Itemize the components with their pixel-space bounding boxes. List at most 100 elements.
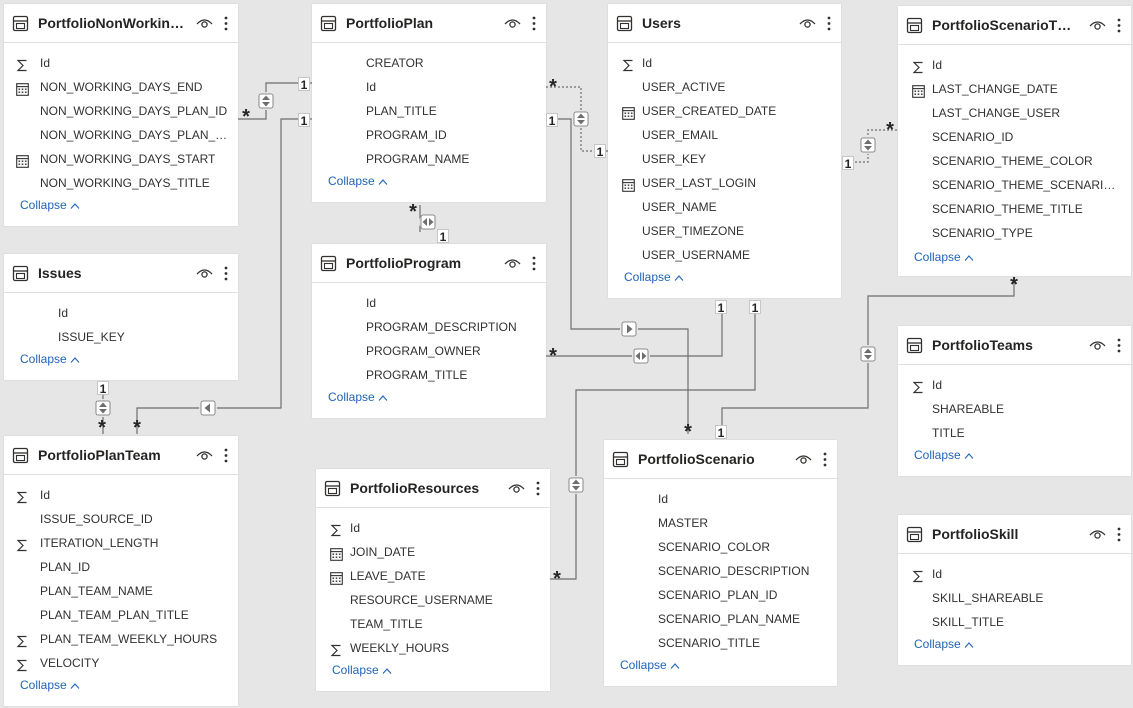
eye-icon[interactable] [1089, 528, 1106, 541]
table-header[interactable]: PortfolioScenario [604, 440, 837, 479]
more-options-icon[interactable] [223, 265, 229, 282]
table-header[interactable]: Issues [4, 254, 238, 293]
table-header[interactable]: PortfolioResources [316, 469, 550, 508]
collapse-link[interactable]: Collapse [20, 198, 80, 212]
field-row[interactable]: Id [608, 51, 841, 75]
field-row[interactable]: Id [898, 373, 1131, 397]
field-row[interactable]: PROGRAM_NAME [312, 147, 546, 171]
field-row[interactable]: PROGRAM_TITLE [312, 363, 546, 387]
collapse-link[interactable]: Collapse [20, 352, 80, 366]
field-row[interactable]: JOIN_DATE [316, 540, 550, 564]
eye-icon[interactable] [196, 17, 213, 30]
table-header[interactable]: PortfolioScenarioThe... [898, 6, 1131, 45]
field-row[interactable]: ITERATION_LENGTH [4, 531, 238, 555]
field-row[interactable]: Id [312, 75, 546, 99]
table-header[interactable]: Users [608, 4, 841, 43]
field-row[interactable]: SCENARIO_TYPE [898, 221, 1131, 245]
field-row[interactable]: WEEKLY_HOURS [316, 636, 550, 660]
more-options-icon[interactable] [531, 15, 537, 32]
field-row[interactable]: PLAN_TEAM_PLAN_TITLE [4, 603, 238, 627]
more-options-icon[interactable] [223, 447, 229, 464]
relationship-line-theme-users[interactable] [842, 129, 897, 163]
field-row[interactable]: PLAN_TEAM_WEEKLY_HOURS [4, 627, 238, 651]
field-row[interactable]: ISSUE_SOURCE_ID [4, 507, 238, 531]
field-row[interactable]: SCENARIO_THEME_COLOR [898, 149, 1131, 173]
eye-icon[interactable] [1089, 339, 1106, 352]
field-row[interactable]: Id [312, 291, 546, 315]
field-row[interactable]: ISSUE_KEY [4, 325, 238, 349]
field-row[interactable]: Id [4, 51, 238, 75]
eye-icon[interactable] [799, 17, 816, 30]
field-row[interactable]: PLAN_TEAM_NAME [4, 579, 238, 603]
field-row[interactable]: USER_NAME [608, 195, 841, 219]
field-row[interactable]: SCENARIO_COLOR [604, 535, 837, 559]
eye-icon[interactable] [196, 449, 213, 462]
field-row[interactable]: Id [898, 53, 1131, 77]
more-options-icon[interactable] [826, 15, 832, 32]
field-row[interactable]: TITLE [898, 421, 1131, 445]
field-row[interactable]: LEAVE_DATE [316, 564, 550, 588]
collapse-link[interactable]: Collapse [914, 448, 974, 462]
field-row[interactable]: NON_WORKING_DAYS_TITLE [4, 171, 238, 195]
field-row[interactable]: TEAM_TITLE [316, 612, 550, 636]
field-row[interactable]: NON_WORKING_DAYS_END [4, 75, 238, 99]
field-row[interactable]: Id [604, 487, 837, 511]
relationship-line-program-users[interactable] [546, 300, 723, 357]
relationship-line-planteam-plan[interactable] [136, 118, 312, 434]
more-options-icon[interactable] [535, 480, 541, 497]
field-row[interactable]: USER_ACTIVE [608, 75, 841, 99]
field-row[interactable]: SCENARIO_TITLE [604, 631, 837, 655]
field-row[interactable]: SCENARIO_THEME_SCENARIO_... [898, 173, 1131, 197]
field-row[interactable]: SCENARIO_PLAN_NAME [604, 607, 837, 631]
table-header[interactable]: PortfolioSkill [898, 515, 1131, 554]
field-row[interactable]: CREATOR [312, 51, 546, 75]
eye-icon[interactable] [504, 17, 521, 30]
collapse-link[interactable]: Collapse [328, 174, 388, 188]
collapse-link[interactable]: Collapse [914, 250, 974, 264]
collapse-link[interactable]: Collapse [20, 678, 80, 692]
field-row[interactable]: NON_WORKING_DAYS_START [4, 147, 238, 171]
more-options-icon[interactable] [1116, 17, 1122, 34]
field-row[interactable]: SCENARIO_ID [898, 125, 1131, 149]
field-row[interactable]: MASTER [604, 511, 837, 535]
collapse-link[interactable]: Collapse [620, 658, 680, 672]
field-row[interactable]: SKILL_TITLE [898, 610, 1131, 634]
field-row[interactable]: NON_WORKING_DAYS_PLAN_N... [4, 123, 238, 147]
table-header[interactable]: PortfolioProgram [312, 244, 546, 283]
field-row[interactable]: SCENARIO_PLAN_ID [604, 583, 837, 607]
more-options-icon[interactable] [1116, 526, 1122, 543]
table-header[interactable]: PortfolioTeams [898, 326, 1131, 365]
table-header[interactable]: PortfolioNonWorking... [4, 4, 238, 43]
field-row[interactable]: Id [316, 516, 550, 540]
eye-icon[interactable] [504, 257, 521, 270]
field-row[interactable]: Id [898, 562, 1131, 586]
eye-icon[interactable] [795, 453, 812, 466]
eye-icon[interactable] [196, 267, 213, 280]
collapse-link[interactable]: Collapse [914, 637, 974, 651]
field-row[interactable]: PLAN_ID [4, 555, 238, 579]
field-row[interactable]: PROGRAM_ID [312, 123, 546, 147]
field-row[interactable]: USER_LAST_LOGIN [608, 171, 841, 195]
field-row[interactable]: VELOCITY [4, 651, 238, 675]
field-row[interactable]: NON_WORKING_DAYS_PLAN_ID [4, 99, 238, 123]
collapse-link[interactable]: Collapse [624, 270, 684, 284]
table-header[interactable]: PortfolioPlan [312, 4, 546, 43]
more-options-icon[interactable] [531, 255, 537, 272]
field-row[interactable]: USER_USERNAME [608, 243, 841, 267]
field-row[interactable]: USER_KEY [608, 147, 841, 171]
field-row[interactable]: PROGRAM_OWNER [312, 339, 546, 363]
field-row[interactable]: Id [4, 301, 238, 325]
relationship-line-nonworking-plan[interactable] [238, 82, 312, 120]
field-row[interactable]: RESOURCE_USERNAME [316, 588, 550, 612]
field-row[interactable]: Id [4, 483, 238, 507]
field-row[interactable]: USER_EMAIL [608, 123, 841, 147]
